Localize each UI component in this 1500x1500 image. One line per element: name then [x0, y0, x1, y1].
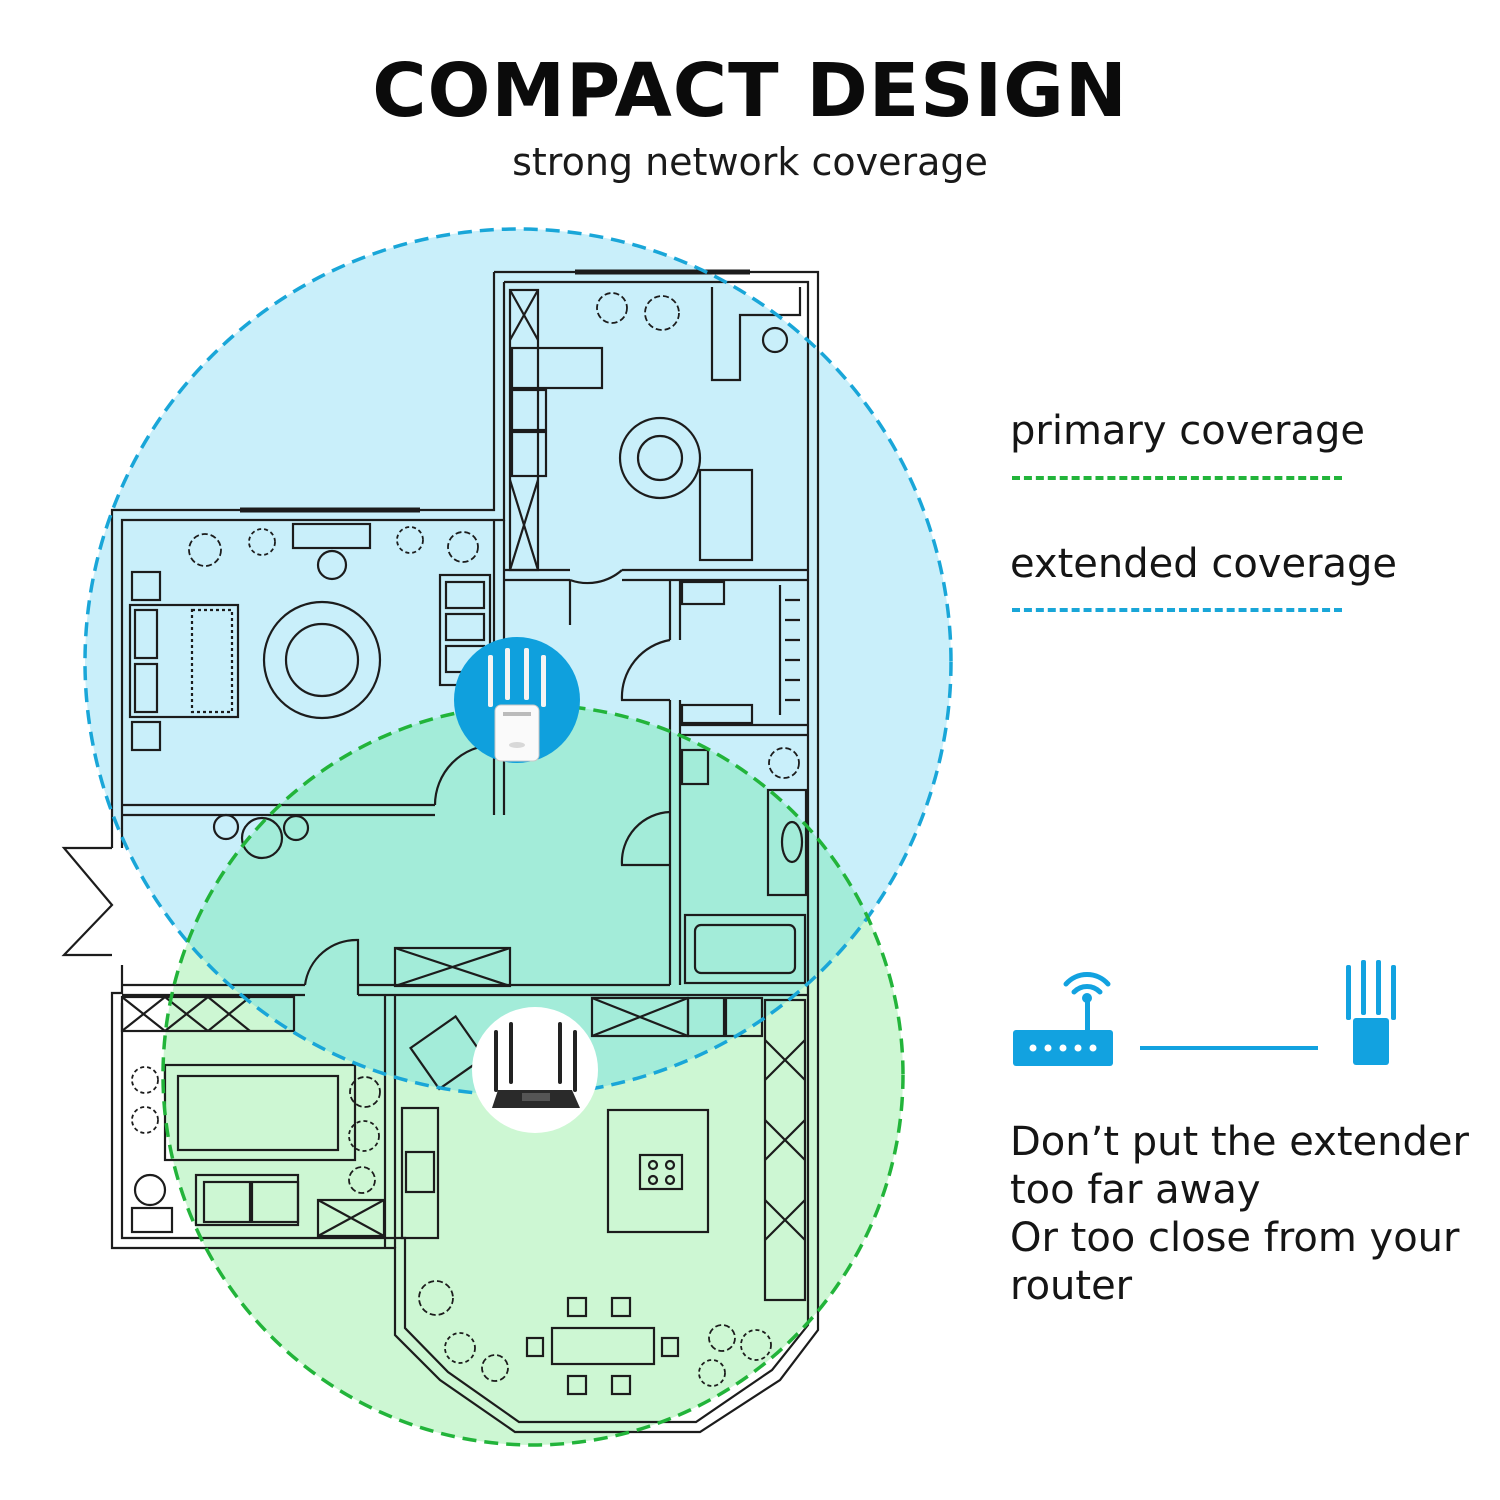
router-icon: [1013, 993, 1113, 1066]
plant-decorations: [131, 292, 800, 1387]
extended-coverage-border: [83, 227, 953, 1097]
note-line: Or too close from your: [1010, 1215, 1460, 1261]
page-subtitle: strong network coverage: [512, 140, 988, 184]
note-line: too far away: [1010, 1167, 1261, 1213]
wifi-signal-icon: [1063, 972, 1111, 995]
floor-plan: [61, 269, 820, 1434]
page-title: COMPACT DESIGN: [372, 48, 1128, 134]
legend-extended-line: [1012, 608, 1342, 612]
note-line: router: [1010, 1263, 1133, 1309]
legend-extended-label: extended coverage: [1010, 541, 1398, 587]
legend-primary-line: [1012, 476, 1342, 480]
router-extender-illustration: [1013, 960, 1396, 1066]
note-line: Don’t put the extender: [1010, 1119, 1469, 1165]
wifi-extender-small-icon: [1346, 960, 1396, 1065]
router-badge: [472, 1007, 598, 1133]
placement-note: Don’t put the extender too far away Or t…: [1010, 1118, 1480, 1310]
legend-primary-label: primary coverage: [1010, 408, 1365, 454]
wifi-extender-icon: [488, 648, 546, 762]
router-wifi-icon: [492, 1022, 580, 1108]
extender-badge: [454, 637, 580, 763]
